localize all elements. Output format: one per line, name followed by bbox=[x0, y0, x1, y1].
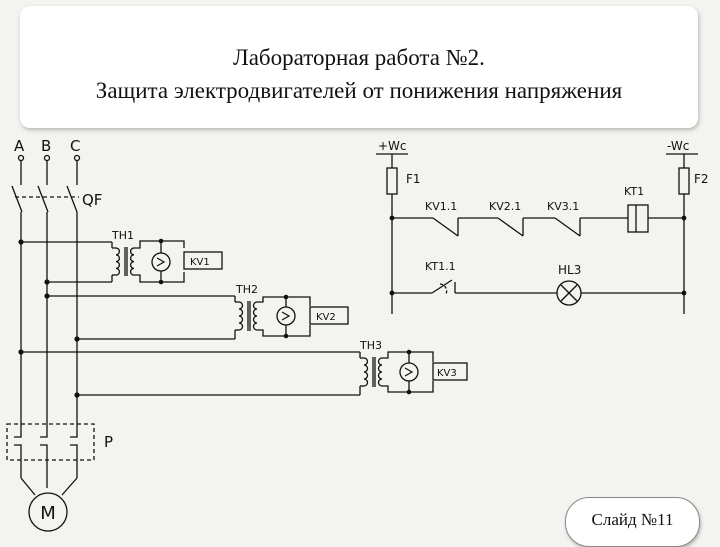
kv11-label: KV1.1 bbox=[425, 200, 457, 213]
kv2-label: KV2 bbox=[316, 312, 336, 323]
slide-number-badge: Слайд №11 bbox=[565, 497, 700, 547]
kv21-label: KV2.1 bbox=[489, 200, 521, 213]
lab-subtitle: Защита электродвигателей от понижения на… bbox=[95, 78, 623, 103]
phase-b-label: B bbox=[41, 137, 51, 155]
plus-wc-label: +Wc bbox=[378, 139, 407, 153]
kv1-label: KV1 bbox=[190, 257, 210, 268]
breaker-label: QF bbox=[82, 191, 102, 209]
title-box: Лабораторная работа №2. Защита электродв… bbox=[20, 6, 698, 128]
hl3-label: HL3 bbox=[558, 263, 581, 277]
th1-label: TH1 bbox=[111, 229, 134, 242]
slide-number: Слайд №11 bbox=[591, 510, 674, 529]
kv3-label: KV3 bbox=[437, 368, 457, 379]
motor-label: M bbox=[40, 503, 56, 524]
th2-label: TH2 bbox=[235, 283, 258, 296]
f1-label: F1 bbox=[406, 172, 421, 186]
phase-a-label: A bbox=[14, 137, 25, 155]
phase-c-label: C bbox=[70, 137, 80, 155]
f2-label: F2 bbox=[694, 172, 709, 186]
contactor-label: P bbox=[104, 433, 113, 451]
circuit-diagram: A B C QF TH1 TH2 TH3 KV1 KV2 KV3 P M +Wc… bbox=[6, 137, 709, 532]
kv31-label: KV3.1 bbox=[547, 200, 579, 213]
minus-wc-label: -Wc bbox=[667, 139, 689, 153]
th3-label: TH3 bbox=[359, 339, 382, 352]
kt1-label: KT1 bbox=[624, 185, 644, 198]
kt11-label: KT1.1 bbox=[425, 260, 456, 273]
lab-title: Лабораторная работа №2. bbox=[233, 45, 485, 70]
